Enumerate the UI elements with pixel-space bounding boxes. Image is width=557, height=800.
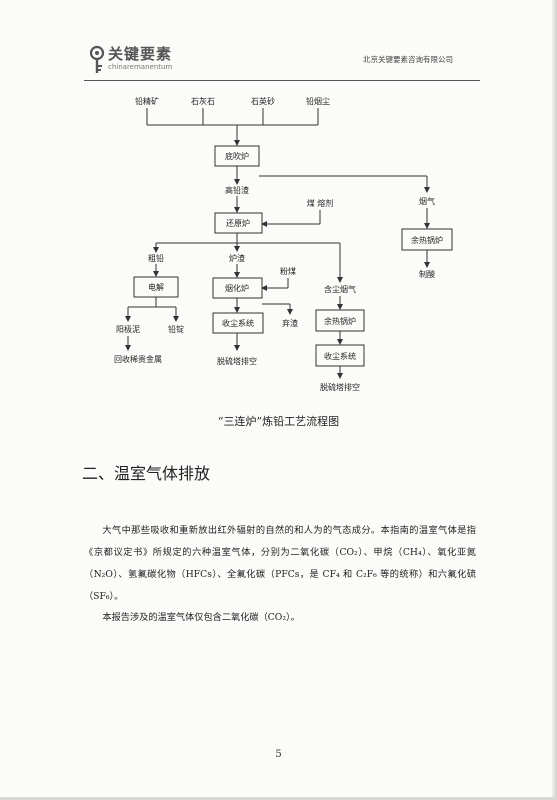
key-logo-icon (89, 45, 105, 73)
label-limestone: 石灰石 (191, 96, 215, 106)
scan-edge-bottom (0, 797, 557, 800)
box-electrolysis (133, 276, 179, 298)
box-waste-heat-1 (401, 228, 453, 251)
label-acid: 制酸 (419, 269, 435, 279)
logo-text: 关键要素 (108, 45, 173, 63)
label-high-lead-slag: 高铅渣 (225, 185, 249, 195)
box-dust-2 (315, 344, 365, 367)
box-dust-1 (212, 312, 264, 334)
label-desulfurization-2: 脱硫塔排空 (320, 382, 360, 392)
header-divider (84, 80, 480, 81)
label-lead-dust: 铅烟尘 (306, 96, 330, 106)
label-discard-slag: 弃渣 (282, 318, 298, 328)
label-electrolysis: 电解 (148, 282, 164, 292)
label-precious-metal: 回收稀贵金属 (114, 354, 162, 364)
lead-smelting-flowchart: 铅精矿 石灰石 石英砂 铅烟尘 底吹炉 高铅渣 煤 熔剂 还原炉 烟气 余热锅炉… (114, 96, 453, 392)
label-lead-concentrate: 铅精矿 (135, 96, 159, 106)
label-fuming: 烟化炉 (225, 283, 249, 293)
scan-edge-right (552, 0, 557, 800)
body-paragraph-1: 大气中那些吸收和重新放出红外辐射的自然的和人为的气态成分。本指南的温室气体是指《… (84, 525, 476, 602)
label-anode-slime: 阳极泥 (116, 324, 140, 334)
label-crude-lead: 粗铅 (148, 253, 164, 263)
label-pulverized-coal: 粉煤 (280, 266, 296, 276)
label-lead-ingot: 铅锭 (168, 324, 184, 334)
box-reduction (214, 212, 263, 234)
label-dust-2: 收尘系统 (324, 351, 356, 361)
label-dust-1: 收尘系统 (222, 318, 254, 328)
box-waste-heat-2 (315, 309, 365, 332)
box-fuming (212, 277, 263, 299)
figure-caption: “三连炉”炼铅工艺流程图 (217, 415, 340, 428)
label-furnace-slag: 炉渣 (229, 253, 245, 263)
box-bottom-blowing (214, 145, 260, 167)
label-bottom-blowing: 底吹炉 (225, 151, 249, 161)
label-waste-heat-2: 余热锅炉 (324, 316, 356, 326)
page-number: 5 (275, 749, 282, 760)
company-name: 北京关键要素咨询有限公司 (363, 55, 453, 64)
label-desulfurization-1: 脱硫塔排空 (217, 356, 257, 366)
section-heading: 二、温室气体排放 (82, 464, 211, 483)
label-quartz-sand: 石英砂 (251, 96, 275, 106)
logo-subtext: chinaremanentum (108, 63, 173, 71)
label-dusty-flue-gas: 含尘烟气 (324, 284, 356, 294)
label-flue-gas: 烟气 (419, 196, 435, 206)
label-coal-flux: 煤 熔剂 (307, 198, 334, 208)
label-waste-heat-1: 余热锅炉 (411, 235, 443, 245)
body-paragraph-2: 本报告涉及的温室气体仅包含二氧化碳（CO₂）。 (102, 612, 300, 623)
company-logo: 关键要素 chinaremanentum (88, 43, 198, 77)
label-reduction: 还原炉 (226, 218, 250, 228)
